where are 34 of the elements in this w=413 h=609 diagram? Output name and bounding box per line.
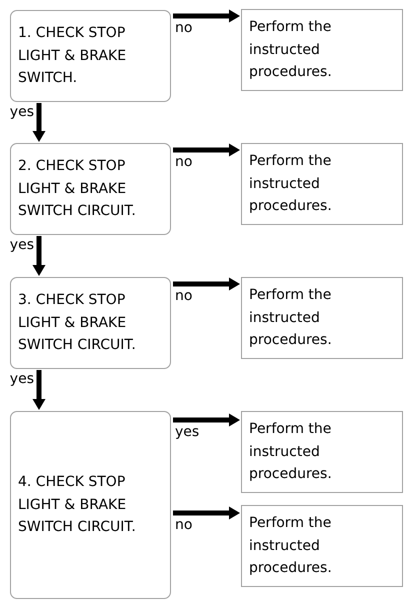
step-box [10, 143, 171, 235]
arrow [173, 10, 240, 22]
action-box [241, 277, 403, 359]
node-text: 2. CHECK STOP LIGHT & BRAKE SWITCH CIRCUIT. [18, 157, 137, 222]
edge-label: no [175, 288, 192, 305]
edge-label: no [175, 154, 192, 171]
step-box [10, 411, 171, 599]
action-box [241, 143, 403, 225]
node-text: Perform the instructed procedures. [249, 420, 333, 484]
node-text: Perform the instructed procedures. [249, 286, 333, 350]
action-box [241, 411, 403, 493]
step-box [10, 277, 171, 369]
edge-label: yes [10, 237, 34, 254]
edge-label: yes [10, 104, 34, 121]
arrow [173, 506, 240, 520]
node-text: Perform the instructed procedures. [249, 152, 333, 216]
edge-label: yes [175, 424, 200, 441]
arrow [173, 414, 240, 426]
edge-label: yes [10, 371, 34, 388]
arrow [32, 370, 46, 410]
node-text: Perform the instructed procedures. [249, 514, 333, 578]
edge-label: no [175, 517, 192, 534]
node-text: 1. CHECK STOP LIGHT & BRAKE SWITCH. [18, 24, 128, 88]
node-text: 3. CHECK STOP LIGHT & BRAKE SWITCH CIRCUIT. [18, 291, 137, 356]
arrow [173, 278, 240, 290]
edge-label: no [175, 20, 192, 37]
action-box [241, 505, 403, 587]
step-box [10, 10, 171, 102]
arrow [32, 103, 46, 142]
arrow [32, 236, 46, 276]
node-text: 4. CHECK STOP LIGHT & BRAKE SWITCH CIRCUIT. [18, 473, 137, 538]
arrow [173, 144, 240, 156]
action-box [241, 9, 403, 91]
node-text: Perform the instructed procedures. [249, 18, 333, 82]
